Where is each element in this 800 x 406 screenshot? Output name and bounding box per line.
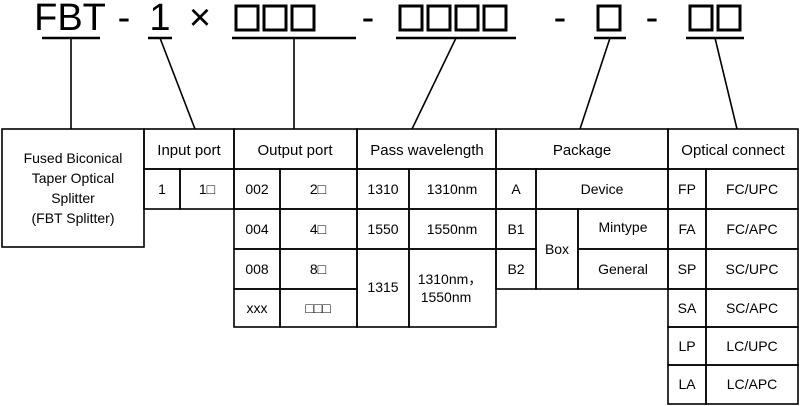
connector-type-cell [705,364,799,405]
connector-line-connect [714,37,738,130]
input-port-table: Input port 1 1□ [143,128,235,210]
pass-wavelength-header: Pass wavelength [370,142,483,159]
wavelength-value: 1550nm [427,221,478,237]
output-port-value: □□□ [305,300,331,316]
output-port-code: 008 [245,261,269,277]
connector-type: SC/UPC [726,261,779,277]
code-placeholder-box [426,4,452,32]
package-code-b2: B2 [507,261,524,277]
connector-code: SP [678,261,697,277]
connector-type: SC/APC [726,300,778,316]
output-port-code: 004 [245,221,269,237]
product-name-line-1: Fused Biconical [24,150,123,166]
output-port-table: Output port 002 2□ 004 4□ 008 8□ xxx □□□ [233,128,358,328]
wavelength-code: 1315 [367,279,398,295]
package-general: General [598,261,648,277]
input-port-code: 1 [158,181,166,197]
package-code-b1: B1 [507,221,524,237]
wavelength-value-cell [408,248,497,328]
code-placeholder-box [234,4,260,32]
connector-type: LC/APC [727,376,778,392]
code-placeholder-box [482,4,508,32]
wavelength-value-line-2: 1550nm [421,289,472,305]
package-table: Package A Device B1 B2 Box Mintype Gener… [495,128,669,290]
input-port-value: 1□ [199,181,216,197]
wavelength-code: 1310 [367,181,398,197]
code-placeholder-box [596,4,622,32]
product-name-line-2: Taper Optical [32,170,114,186]
part-number-code: FBT - 1 × - - - [34,0,744,40]
output-port-value: 4□ [310,221,327,237]
output-port-value: 2□ [310,181,327,197]
package-header: Package [553,142,611,159]
connector-code: FA [678,221,696,237]
code-output-port-boxes [234,4,316,32]
code-dash-3: - [554,0,567,39]
wavelength-value-line-1: 1310nm， [418,271,483,287]
package-box: Box [545,241,569,257]
code-placeholder-box [688,4,714,32]
package-device: Device [581,181,624,197]
output-port-header: Output port [257,142,333,159]
code-wavelength-boxes [398,4,508,32]
product-name-line-3: Splitter [51,190,95,206]
connector-code: LP [678,338,695,354]
connector-line-package [579,37,611,130]
wavelength-value: 1310nm [427,181,478,197]
code-dash-4: - [646,0,659,39]
code-placeholder-box [398,4,424,32]
connector-code: FP [678,181,696,197]
connector-code: LA [678,376,696,392]
product-name-frame [1,128,145,248]
connector-code: SA [678,300,697,316]
wavelength-code: 1550 [367,221,398,237]
connector-line-input [159,37,196,130]
code-times: × [189,0,211,39]
code-placeholder-box [262,4,288,32]
optical-connect-table: Optical connect FP FC/UPC FA FC/APC SP S… [667,128,799,405]
output-port-value: 8□ [310,261,327,277]
code-dash-2: - [362,0,375,39]
code-dash-1: - [118,0,131,39]
output-port-code: xxx [247,300,268,316]
code-placeholder-box [454,4,480,32]
package-mintype: Mintype [598,219,647,235]
connector-line-wavelength [411,37,457,130]
pass-wavelength-table: Pass wavelength 1310 1310nm 1550 1550nm … [356,128,497,328]
code-placeholder-box [716,4,742,32]
code-fbt: FBT [34,0,106,39]
output-port-code: 002 [245,181,269,197]
connector-lines [70,37,738,130]
connector-type: FC/UPC [726,181,778,197]
package-code-a: A [511,181,521,197]
optical-connect-header: Optical connect [681,142,785,159]
product-name-line-4: (FBT Splitter) [32,210,115,226]
code-input-port: 1 [149,0,170,39]
product-name-box: Fused Biconical Taper Optical Splitter (… [1,128,145,248]
input-port-header: Input port [157,142,221,159]
code-placeholder-box [290,4,316,32]
connector-type: LC/UPC [726,338,777,354]
connector-type: FC/APC [726,221,777,237]
